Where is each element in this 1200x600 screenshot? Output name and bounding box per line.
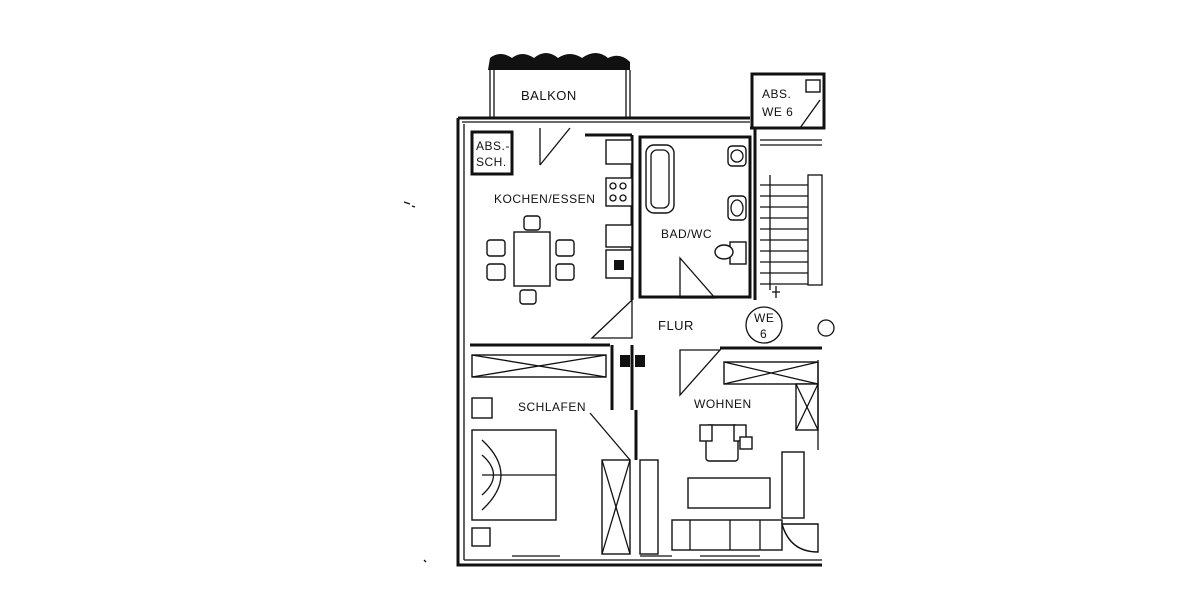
storage-we6: ABS. WE 6 (750, 72, 826, 130)
bathroom-label: BAD/WC (661, 227, 712, 241)
staircase (753, 128, 835, 337)
balcony-label: BALKON (521, 88, 577, 103)
storage-closet-label-1: ABS.- (476, 139, 510, 153)
hallway-label: FLUR (658, 318, 694, 333)
dining-table (486, 215, 575, 305)
unit-marker-label-2: 6 (760, 327, 767, 341)
kitchen-label: KOCHEN/ESSEN (494, 192, 595, 206)
unit-marker-label-1: WE (754, 311, 774, 325)
bathroom: BAD/WC (638, 135, 752, 299)
windows (512, 360, 819, 566)
living-room-label: WOHNEN (694, 397, 752, 411)
living-room: WOHNEN (639, 361, 819, 555)
storage-we6-label-2: WE 6 (762, 105, 793, 119)
scan-specks (403, 201, 427, 563)
unit-marker: WE 6 (745, 306, 783, 344)
bedroom-label: SCHLAFEN (518, 400, 586, 414)
interior-walls (470, 343, 822, 460)
bedroom: SCHLAFEN (471, 354, 631, 555)
kitchen-door (539, 127, 571, 166)
hallway-doors (590, 256, 722, 397)
storage-closet: ABS.- SCH. (470, 130, 514, 176)
kitchen: KOCHEN/ESSEN (494, 133, 634, 300)
storage-we6-label-1: ABS. (762, 87, 791, 101)
balcony: BALKON (488, 53, 631, 118)
storage-closet-label-2: SCH. (476, 155, 507, 169)
